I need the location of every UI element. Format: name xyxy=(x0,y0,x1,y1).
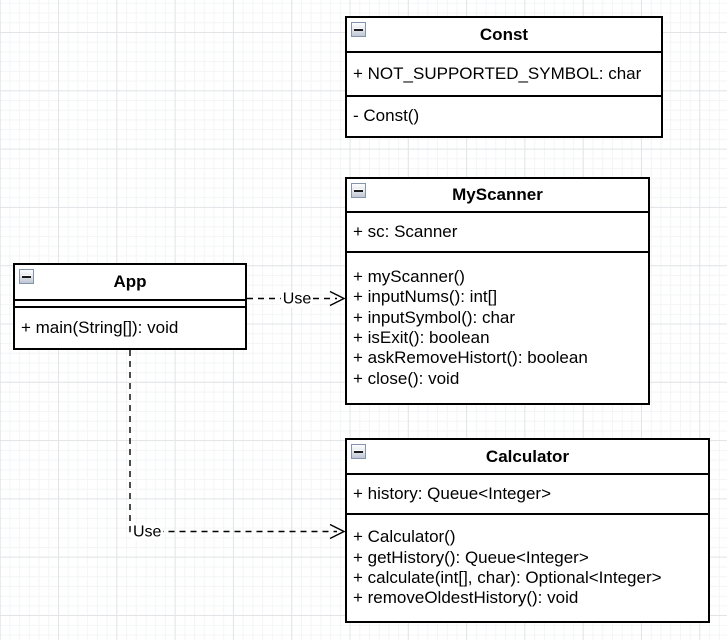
method-row: + calculate(int[], char): Optional<Integ… xyxy=(353,568,662,587)
class-name: Calculator xyxy=(485,446,570,466)
field-row: + sc: Scanner xyxy=(353,221,458,241)
class-title-bar: App xyxy=(15,265,245,301)
collapse-icon[interactable] xyxy=(351,22,366,37)
minus-icon xyxy=(354,28,363,31)
field-row: + history: Queue<Integer> xyxy=(353,483,551,503)
class-title-bar: MyScanner xyxy=(347,179,648,213)
methods-compartment: + Calculator() + getHistory(): Queue<Int… xyxy=(347,515,708,621)
class-box-const[interactable]: Const + NOT_SUPPORTED_SYMBOL: char - Con… xyxy=(345,16,663,138)
connector-label-use-calculator[interactable]: Use xyxy=(131,523,164,541)
method-row: + inputSymbol(): char xyxy=(353,307,516,327)
method-row: + myScanner() xyxy=(353,266,465,286)
methods-compartment: + myScanner() + inputNums(): int[] + inp… xyxy=(347,253,648,403)
minus-icon xyxy=(354,450,363,453)
collapse-icon[interactable] xyxy=(19,269,34,284)
fields-compartment: + history: Queue<Integer> xyxy=(347,475,708,515)
fields-compartment: + NOT_SUPPORTED_SYMBOL: char xyxy=(347,53,661,97)
connector-label-use-myscanner[interactable]: Use xyxy=(280,290,314,308)
class-box-app[interactable]: App + main(String[]): void xyxy=(13,263,247,350)
method-row: + getHistory(): Queue<Integer> xyxy=(353,547,589,567)
method-row: + askRemoveHistort(): boolean xyxy=(353,348,588,368)
field-row: + NOT_SUPPORTED_SYMBOL: char xyxy=(353,63,642,83)
method-row: + removeOldestHistory(): void xyxy=(353,588,579,608)
class-name: MyScanner xyxy=(452,185,543,204)
minus-icon xyxy=(354,189,363,192)
class-title-bar: Const xyxy=(347,18,661,53)
open-arrowhead-icon xyxy=(329,290,346,307)
method-row: + Calculator() xyxy=(353,527,456,547)
method-row: + main(String[]): void xyxy=(21,317,179,337)
method-row: + inputNums(): int[] xyxy=(353,287,498,307)
fields-compartment: + sc: Scanner xyxy=(347,213,648,253)
fields-compartment-empty xyxy=(15,301,245,308)
methods-compartment: - Const() xyxy=(347,97,661,136)
open-arrowhead-icon xyxy=(329,523,346,540)
method-row: + close(): void xyxy=(353,368,460,388)
class-title-bar: Calculator xyxy=(347,440,708,475)
method-row: - Const() xyxy=(353,106,420,126)
class-box-myscanner[interactable]: MyScanner + sc: Scanner + myScanner() + … xyxy=(345,177,650,405)
minus-icon xyxy=(22,275,31,278)
class-name: App xyxy=(113,272,147,291)
methods-compartment: + main(String[]): void xyxy=(15,308,245,348)
use-arrow-app-to-calculator[interactable] xyxy=(129,350,346,540)
collapse-icon[interactable] xyxy=(351,444,366,459)
method-row: + isExit(): boolean xyxy=(353,328,490,347)
collapse-icon[interactable] xyxy=(351,183,366,198)
class-name: Const xyxy=(479,24,529,44)
class-box-calculator[interactable]: Calculator + history: Queue<Integer> + C… xyxy=(345,438,710,623)
